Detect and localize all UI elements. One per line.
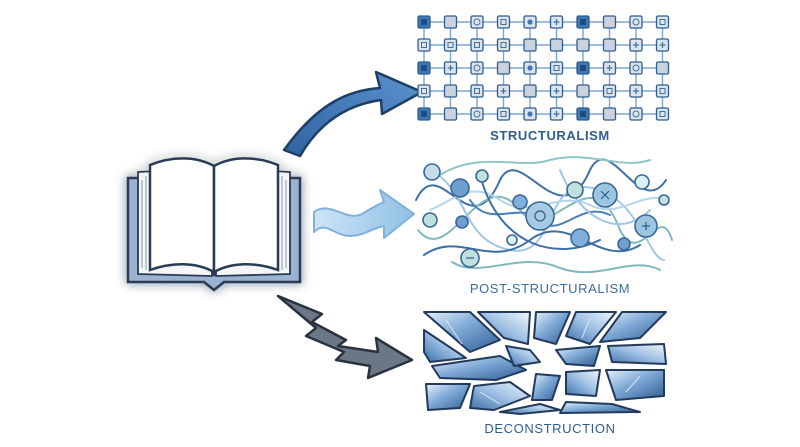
grid-cell-glyph bbox=[659, 88, 666, 94]
grid-cell-glyph bbox=[474, 88, 480, 94]
grid-cell bbox=[470, 61, 484, 75]
grid-cell bbox=[602, 107, 617, 121]
wavy-arrow-icon bbox=[313, 189, 415, 239]
grid-cell bbox=[443, 15, 458, 29]
grid-cell-glyph bbox=[659, 19, 666, 25]
deconstruction-label: DECONSTRUCTION bbox=[484, 421, 616, 436]
grid-cell-glyph bbox=[527, 65, 533, 71]
grid-cell bbox=[417, 38, 431, 52]
grid-cell-glyph bbox=[632, 18, 640, 26]
grid-cell bbox=[655, 15, 670, 29]
zigzag-arrow-icon bbox=[276, 294, 414, 380]
grid-cell-glyph bbox=[553, 19, 560, 25]
grid-cell-glyph bbox=[580, 19, 586, 25]
grid-cell-glyph bbox=[632, 110, 640, 118]
grid-cell bbox=[470, 84, 484, 98]
grid-cell-glyph bbox=[500, 19, 507, 25]
grid-cell-glyph bbox=[527, 111, 533, 117]
grid-cell-glyph bbox=[553, 111, 560, 117]
grid-cell bbox=[629, 107, 643, 121]
grid-cell-glyph bbox=[632, 64, 640, 72]
grid-cell bbox=[629, 61, 643, 75]
grid-cell-glyph bbox=[633, 42, 639, 48]
grid-cell-glyph bbox=[447, 65, 454, 71]
grid-cell bbox=[655, 61, 670, 75]
grid-cell-glyph bbox=[659, 111, 666, 117]
open-book-icon bbox=[126, 157, 302, 292]
grid-cell-glyph bbox=[633, 88, 639, 94]
grid-cell-glyph bbox=[421, 42, 427, 48]
grid-cell-glyph bbox=[606, 65, 613, 71]
grid-cell-glyph bbox=[580, 111, 586, 117]
grid-cell-glyph bbox=[474, 42, 480, 48]
grid-cell bbox=[655, 84, 670, 98]
grid-cell bbox=[496, 15, 511, 29]
grid-cell-glyph bbox=[659, 42, 666, 48]
post-structuralism-label: POST-STRUCTURALISM bbox=[469, 281, 631, 296]
grid-cell bbox=[602, 15, 617, 29]
grid-cell-glyph bbox=[473, 18, 481, 26]
grid-cell-glyph bbox=[527, 19, 533, 25]
structuralism-label: STRUCTURALISM bbox=[490, 128, 610, 143]
grid-cell-glyph bbox=[500, 111, 507, 117]
grid-cell bbox=[523, 38, 537, 52]
grid-cell-glyph bbox=[447, 42, 454, 48]
grid-cell bbox=[576, 84, 590, 98]
structuralism-grid bbox=[417, 15, 670, 121]
deconstruction-shattered-panel bbox=[423, 311, 667, 415]
grid-cell bbox=[496, 38, 511, 52]
grid-cell bbox=[549, 61, 564, 75]
post-structuralism-network bbox=[415, 156, 673, 274]
grid-cell bbox=[655, 107, 670, 121]
grid-cell bbox=[417, 84, 431, 98]
grid-cell-glyph bbox=[606, 88, 613, 94]
grid-cell-glyph bbox=[421, 65, 427, 71]
grid-cell bbox=[443, 84, 458, 98]
grid-cell bbox=[602, 84, 617, 98]
grid-cell bbox=[470, 15, 484, 29]
grid-cell-glyph bbox=[500, 88, 507, 94]
grid-cell-glyph bbox=[580, 65, 586, 71]
grid-cell-glyph bbox=[473, 110, 481, 118]
grid-cell-glyph bbox=[553, 65, 560, 71]
grid-cell-glyph bbox=[421, 88, 427, 94]
grid-cell bbox=[443, 38, 458, 52]
grid-cell bbox=[443, 107, 458, 121]
grid-cell bbox=[523, 84, 537, 98]
grid-cell-glyph bbox=[421, 111, 427, 117]
grid-cell-glyph bbox=[500, 42, 507, 48]
curved-arrow-icon bbox=[282, 70, 424, 158]
grid-cell-glyph bbox=[421, 19, 427, 25]
grid-cell bbox=[629, 15, 643, 29]
grid-cell bbox=[549, 38, 564, 52]
grid-cell bbox=[576, 38, 590, 52]
grid-cell-glyph bbox=[473, 64, 481, 72]
grid-cell bbox=[602, 38, 617, 52]
grid-cell-glyph bbox=[553, 88, 560, 94]
grid-cell bbox=[496, 107, 511, 121]
grid-cell bbox=[496, 61, 511, 75]
grid-cell bbox=[470, 107, 484, 121]
grid-cell bbox=[470, 38, 484, 52]
